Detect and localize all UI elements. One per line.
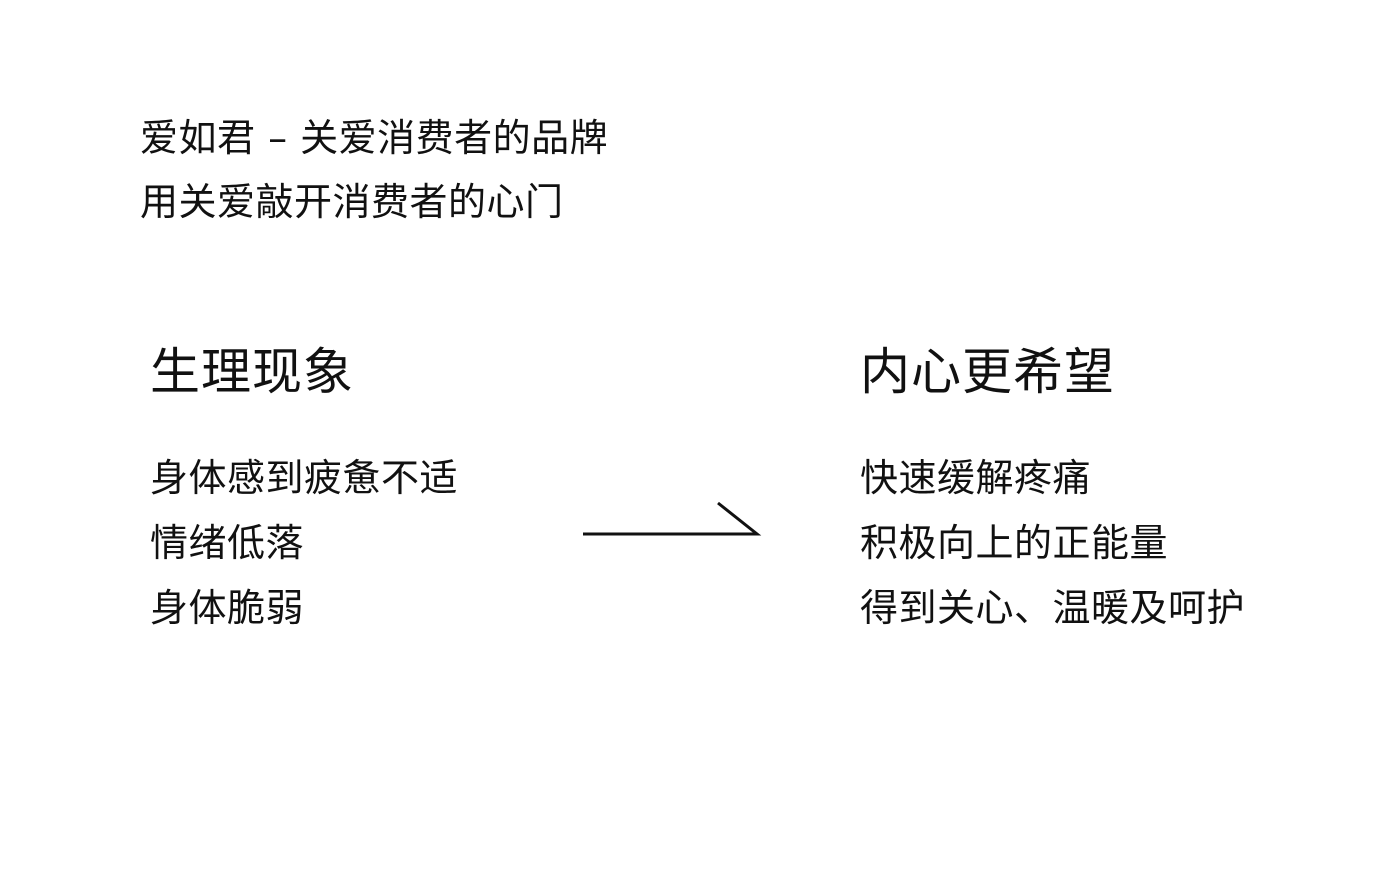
physiology-list: 身体感到疲惫不适 情绪低落 身体脆弱 [150, 446, 458, 641]
arrow-right-icon [583, 501, 762, 536]
list-item: 身体感到疲惫不适 [150, 456, 459, 500]
desire-list: 快速缓解疼痛 积极向上的正能量 得到关心、温暖及呵护 [860, 446, 1245, 641]
desire-heading: 内心更希望 [860, 343, 1115, 401]
physiology-heading: 生理现象 [150, 343, 354, 401]
desire-column: 内心更希望 快速缓解疼痛 积极向上的正能量 得到关心、温暖及呵护 [860, 340, 1245, 641]
list-item: 得到关心、温暖及呵护 [860, 586, 1246, 630]
list-item: 情绪低落 [150, 521, 305, 565]
intro-line-2: 用关爱敲开消费者的心门 [140, 180, 564, 224]
list-item: 身体脆弱 [150, 586, 305, 630]
intro-line-1: 爱如君 – 关爱消费者的品牌 [140, 116, 609, 160]
physiology-column: 生理现象 身体感到疲惫不适 情绪低落 身体脆弱 [150, 340, 458, 641]
intro-block: 爱如君 – 关爱消费者的品牌 用关爱敲开消费者的心门 [140, 106, 608, 234]
list-item: 快速缓解疼痛 [860, 456, 1092, 500]
list-item: 积极向上的正能量 [860, 521, 1169, 565]
